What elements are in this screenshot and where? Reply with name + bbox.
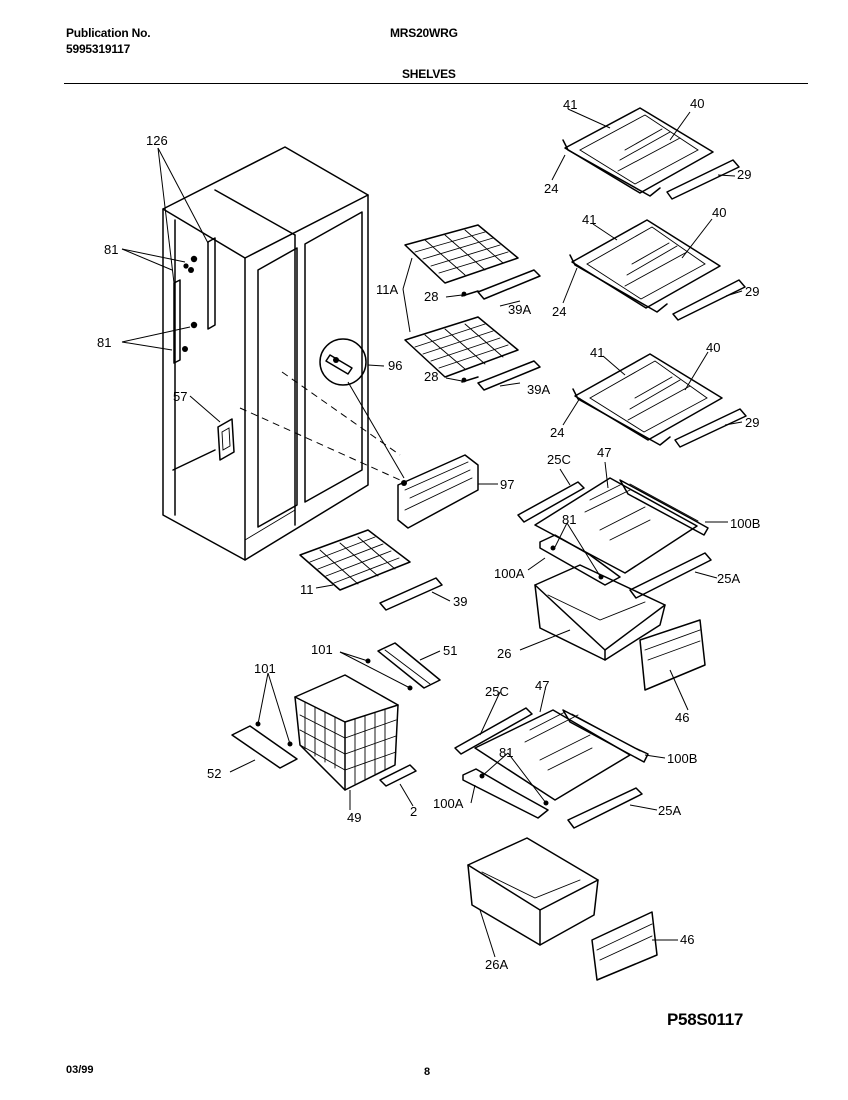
glass-shelf-middle <box>569 219 746 321</box>
callout-29: 29 <box>745 284 759 299</box>
callout-11a: 11A <box>376 282 398 297</box>
callout-39a: 39A <box>508 302 531 317</box>
basket-assembly <box>231 642 441 791</box>
callout-97: 97 <box>500 477 514 492</box>
callout-52: 52 <box>207 766 221 781</box>
callout-81: 81 <box>562 512 576 527</box>
callout-100b: 100B <box>730 516 760 531</box>
callout-57: 57 <box>173 389 187 404</box>
callout-100a: 100A <box>433 796 464 811</box>
wire-shelf-upper <box>404 224 541 300</box>
crisper-cover-lower <box>454 707 649 829</box>
crisper-drawer-26 <box>534 564 666 661</box>
callout-25a: 25A <box>717 571 740 586</box>
wire-shelf-middle <box>404 316 541 391</box>
callout-101: 101 <box>311 642 333 657</box>
diagram-code: P58S0117 <box>667 1010 744 1029</box>
glass-shelf-lower <box>572 353 747 448</box>
callout-81: 81 <box>97 335 111 350</box>
callout-51: 51 <box>443 643 457 658</box>
callout-47: 47 <box>597 445 611 460</box>
callout-29: 29 <box>745 415 759 430</box>
footer-date: 03/99 <box>66 1064 94 1076</box>
leader-lines <box>121 108 743 958</box>
callout-41: 41 <box>582 212 596 227</box>
callout-47: 47 <box>535 678 549 693</box>
publication-label: Publication No. <box>66 26 151 40</box>
callout-81: 81 <box>499 745 513 760</box>
callout-2: 2 <box>410 804 417 819</box>
callout-41: 41 <box>590 345 604 360</box>
crisper-front-46-upper <box>639 619 706 691</box>
callout-49: 49 <box>347 810 361 825</box>
callout-29: 29 <box>737 167 751 182</box>
callout-96: 96 <box>388 358 402 373</box>
glass-shelf-top <box>562 107 740 200</box>
callout-100a: 100A <box>494 566 525 581</box>
callout-labels: 126 81 81 57 96 97 11A 28 39A 28 39A 41 … <box>97 96 760 972</box>
freezer-wire-shelf <box>299 529 443 611</box>
callout-126: 126 <box>146 133 168 148</box>
callout-11: 11 <box>300 582 314 597</box>
crisper-cover-upper <box>517 477 712 599</box>
model-number: MRS20WRG <box>390 26 458 40</box>
callout-26: 26 <box>497 646 511 661</box>
callout-41: 41 <box>563 97 577 112</box>
crisper-drawer-26a <box>467 837 599 946</box>
callout-28: 28 <box>424 369 438 384</box>
callout-24: 24 <box>552 304 566 319</box>
callout-40: 40 <box>712 205 726 220</box>
callout-28: 28 <box>424 289 438 304</box>
callout-26a: 26A <box>485 957 508 972</box>
section-title: SHELVES <box>402 67 456 81</box>
callout-46: 46 <box>680 932 694 947</box>
page-number: 8 <box>424 1066 431 1078</box>
callout-24: 24 <box>550 425 564 440</box>
callout-24: 24 <box>544 181 558 196</box>
publication-number: 5995319117 <box>66 42 131 56</box>
callout-25a: 25A <box>658 803 681 818</box>
callout-40: 40 <box>706 340 720 355</box>
callout-25c: 25C <box>547 452 571 467</box>
callout-39: 39 <box>453 594 467 609</box>
callout-81: 81 <box>104 242 118 257</box>
cabinet-drawing <box>162 146 369 561</box>
callout-39a: 39A <box>527 382 550 397</box>
crisper-front-46-lower <box>591 911 658 981</box>
part-97-drawing <box>397 454 479 529</box>
callout-40: 40 <box>690 96 704 111</box>
header-rule <box>64 83 808 84</box>
callout-46: 46 <box>675 710 689 725</box>
callout-25c: 25C <box>485 684 509 699</box>
callout-101: 101 <box>254 661 276 676</box>
callout-100b: 100B <box>667 751 697 766</box>
